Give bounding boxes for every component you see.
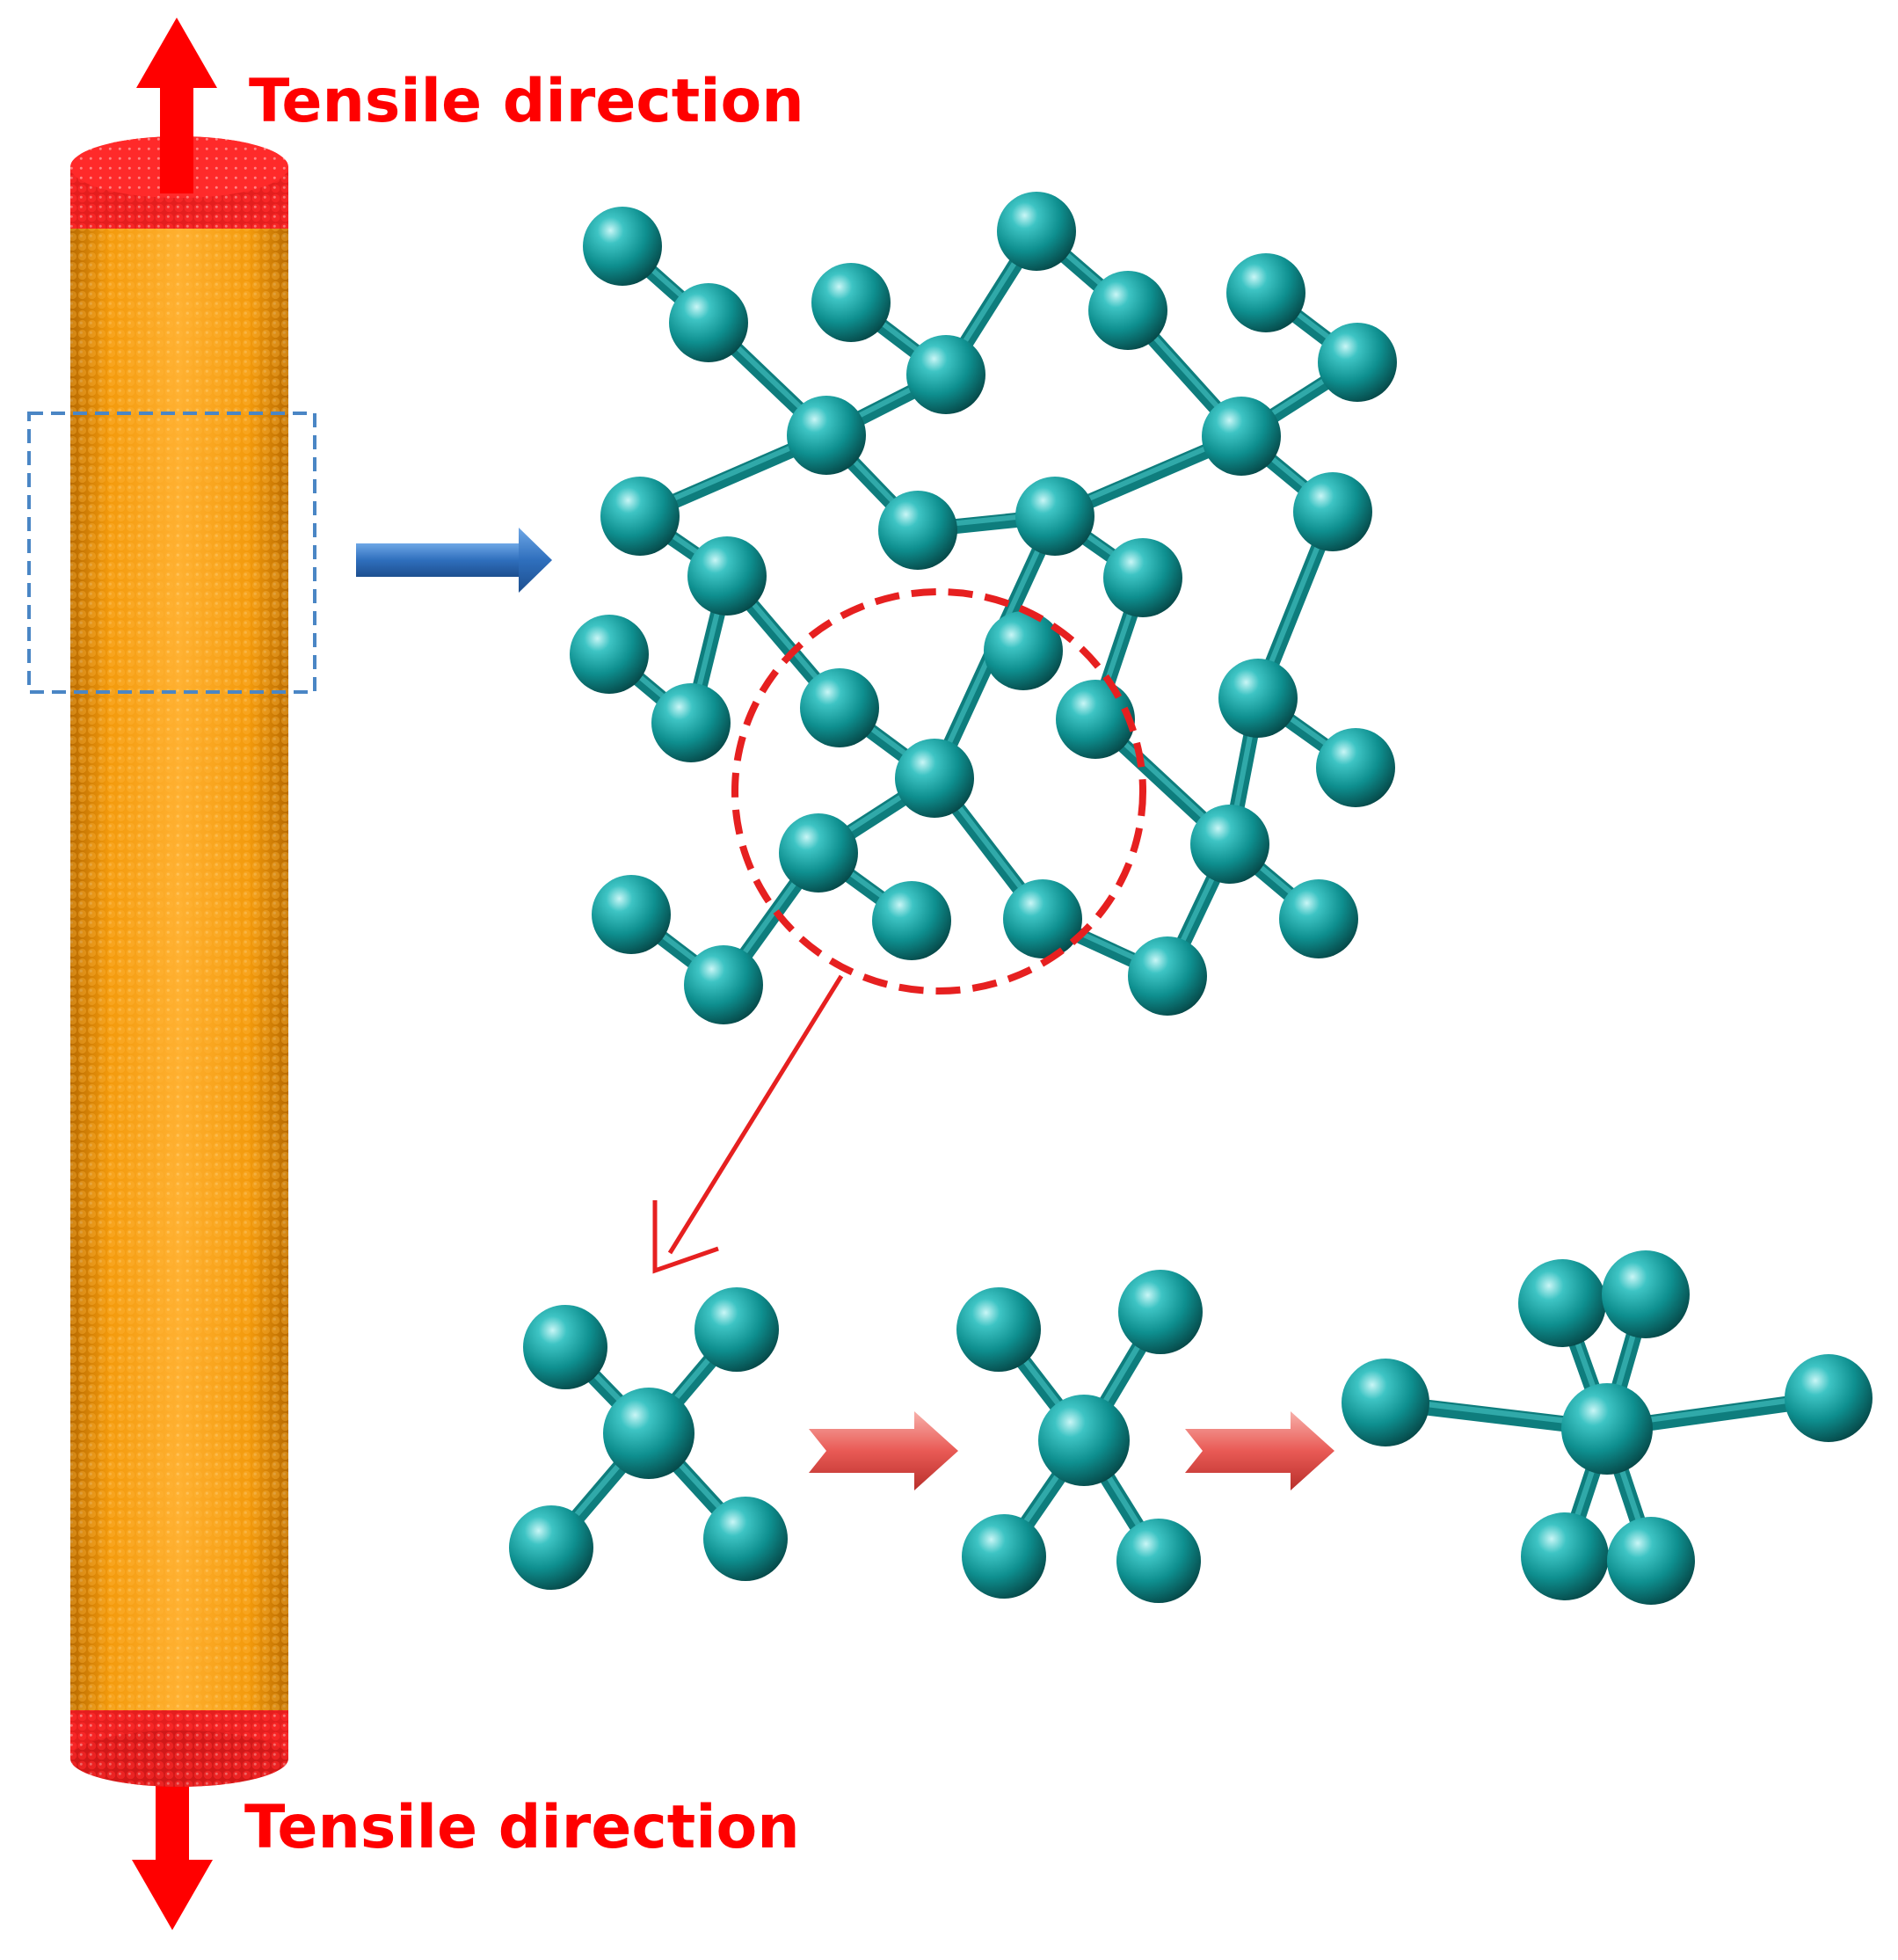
atom bbox=[703, 1497, 788, 1581]
atom bbox=[1318, 323, 1397, 402]
atom bbox=[984, 611, 1063, 690]
nanowire-bottom-end bbox=[70, 1710, 288, 1787]
atom bbox=[583, 207, 662, 286]
tetrahedron-step-3 bbox=[1342, 1250, 1873, 1605]
atom bbox=[1342, 1359, 1429, 1446]
zoom-arrow bbox=[356, 528, 552, 593]
atom bbox=[1293, 472, 1372, 551]
atom bbox=[1015, 477, 1094, 556]
tetrahedron-step-1 bbox=[509, 1287, 788, 1590]
atom bbox=[779, 813, 858, 893]
atom bbox=[1521, 1512, 1609, 1600]
atom bbox=[997, 192, 1076, 271]
atom bbox=[787, 396, 866, 475]
atom bbox=[1226, 253, 1305, 332]
atom bbox=[1056, 680, 1135, 759]
atom bbox=[895, 739, 974, 818]
atom bbox=[1518, 1259, 1606, 1347]
zoom-region-box bbox=[27, 412, 316, 694]
atom bbox=[509, 1505, 593, 1590]
tensile-direction-label-top: Tensile direction bbox=[249, 67, 804, 136]
atom bbox=[523, 1305, 607, 1389]
step-arrow-2 bbox=[1185, 1411, 1334, 1490]
atom bbox=[1785, 1354, 1873, 1442]
atom bbox=[1607, 1517, 1695, 1605]
tetrahedron-step-2 bbox=[956, 1270, 1203, 1603]
focus-circle bbox=[731, 588, 1146, 995]
atom bbox=[592, 875, 671, 954]
atom bbox=[811, 263, 891, 342]
atom bbox=[694, 1287, 779, 1372]
atom bbox=[603, 1388, 694, 1479]
atom bbox=[1038, 1395, 1130, 1486]
atom bbox=[1118, 1270, 1203, 1354]
nanowire bbox=[27, 18, 316, 1930]
tensile-direction-label-bottom: Tensile direction bbox=[244, 1793, 800, 1862]
atom bbox=[1218, 659, 1298, 738]
atom bbox=[684, 945, 763, 1024]
atom bbox=[1279, 879, 1358, 958]
atom bbox=[600, 477, 680, 556]
atom bbox=[1190, 805, 1269, 884]
atom bbox=[1316, 728, 1395, 807]
atom bbox=[1088, 271, 1167, 350]
atom bbox=[1602, 1250, 1690, 1338]
atom bbox=[570, 615, 649, 694]
tensile-arrow-bottom bbox=[132, 1763, 213, 1930]
atom bbox=[651, 683, 731, 762]
atom bbox=[906, 335, 985, 414]
atom bbox=[1202, 397, 1281, 476]
atom bbox=[1128, 936, 1207, 1016]
atom bbox=[962, 1514, 1046, 1599]
atom bbox=[1003, 879, 1082, 958]
atom bbox=[1103, 538, 1182, 617]
atom bbox=[872, 881, 951, 960]
atom bbox=[687, 536, 767, 616]
atom bbox=[956, 1287, 1041, 1372]
atom bbox=[1561, 1383, 1653, 1475]
lattice-zoom bbox=[570, 192, 1397, 1024]
atom bbox=[1116, 1519, 1201, 1603]
atom bbox=[800, 668, 879, 747]
pointer-arrow bbox=[652, 974, 844, 1274]
nanowire-top-end bbox=[70, 132, 288, 229]
atom bbox=[878, 491, 957, 570]
step-arrow-1 bbox=[809, 1411, 958, 1490]
atom bbox=[669, 283, 748, 362]
